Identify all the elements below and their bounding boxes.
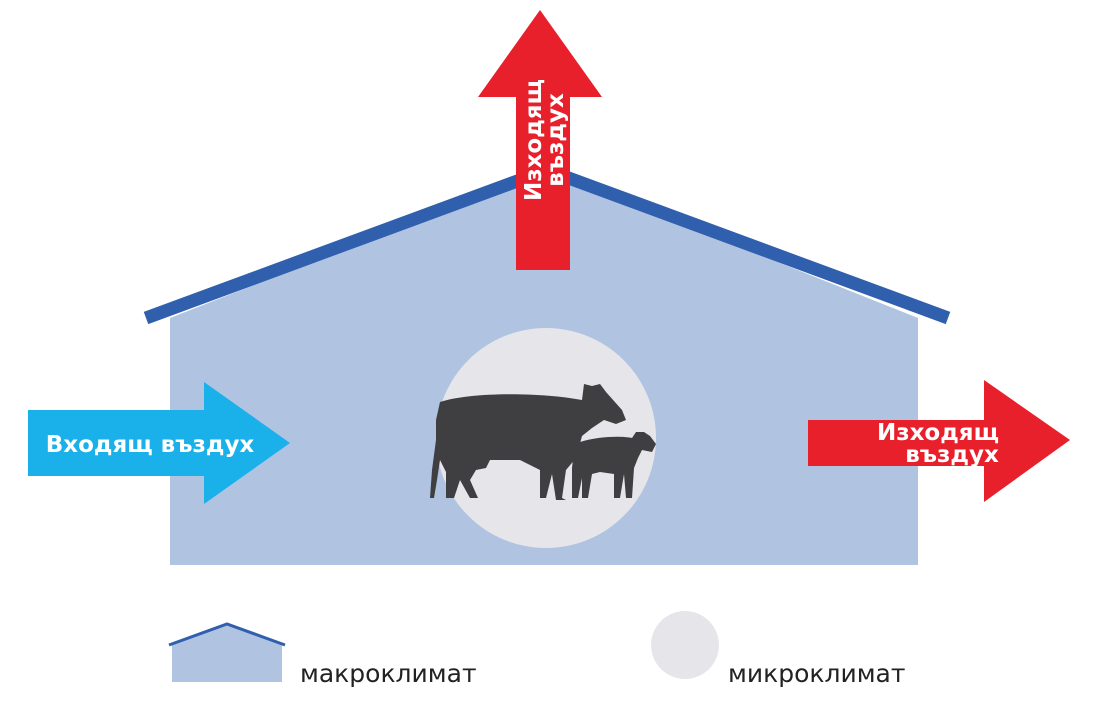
outgoing-air-top-line1: Изходящ [521, 79, 547, 201]
legend-macroclimate-label: макроклимат [300, 659, 477, 688]
outgoing-air-top-line2: въздух [543, 93, 569, 187]
legend-microclimate: микроклимат [651, 611, 905, 688]
legend-roof-swatch [168, 622, 286, 647]
cow-icon [430, 384, 626, 500]
outgoing-air-side-line2: въздух [905, 442, 999, 468]
legend-barn-swatch [172, 625, 282, 682]
calf-icon [572, 432, 656, 498]
outgoing-air-arrow-top: Изходящ въздух [478, 10, 602, 270]
legend-microclimate-label: микроклимат [728, 659, 905, 688]
legend-macroclimate: макроклимат [168, 622, 477, 688]
legend-micro-swatch [651, 611, 719, 679]
outgoing-air-arrow-side: Изходящ въздух [808, 380, 1070, 502]
outgoing-air-side-line1: Изходящ [877, 420, 999, 446]
incoming-air-label: Входящ въздух [46, 432, 255, 458]
incoming-air-arrow: Входящ въздух [28, 382, 290, 504]
